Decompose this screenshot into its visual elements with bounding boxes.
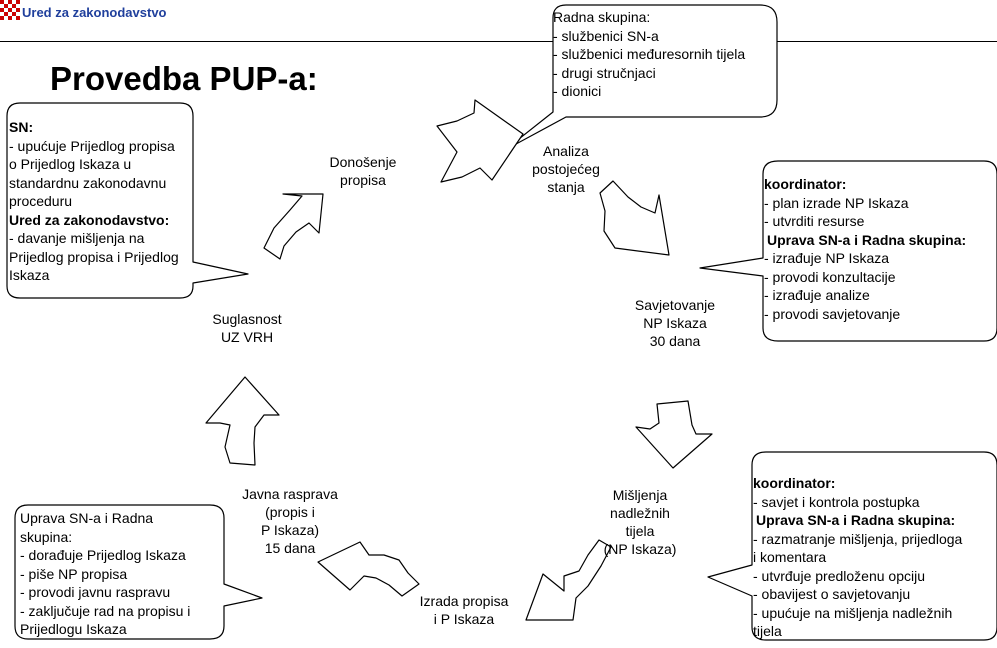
- box-line: Radna skupina:: [553, 9, 651, 25]
- arrow-to-misljenja-icon: [635, 400, 713, 469]
- box-heading: Uprava SN-a i Radna skupina:: [756, 512, 956, 528]
- box-line: - plan izrade NP Iskaza: [764, 194, 909, 211]
- box-line: proceduru: [9, 193, 73, 209]
- arrow-to-izrada-icon: [525, 539, 612, 621]
- box-line: Uprava SN-a i Radna: [20, 510, 154, 526]
- box-line: - provodi savjetovanje: [764, 305, 901, 322]
- callout-koordinator-2: [707, 451, 997, 641]
- callout-sn: [6, 102, 249, 299]
- box-heading: Ured za zakonodavstvo:: [9, 211, 170, 228]
- arrow-to-analiza-icon: [436, 99, 524, 183]
- box-line: - upućuje na mišljenja nadležnih: [753, 604, 953, 621]
- box-koordinator-2: koordinator: - savjet i kontrola postupk…: [753, 474, 962, 641]
- box-line: - dionici: [553, 83, 602, 99]
- arrow-to-suglasnost-icon: [205, 376, 280, 466]
- box-line: - zaključuje rad na propisu i: [20, 602, 191, 619]
- box-radna-skupina: Radna skupina: - službenici SN-a - služb…: [553, 8, 745, 101]
- callout-koordinator-1: [699, 160, 997, 342]
- box-line: Prijedlogu Iskaza: [20, 621, 127, 637]
- box-heading: koordinator:: [764, 176, 847, 192]
- box-line: - obavijest o savjetovanju: [753, 586, 911, 602]
- header-org-name: Ured za zakonodavstvo: [22, 5, 167, 20]
- box-line: - piše NP propisa: [20, 565, 128, 582]
- callout-uprava: [14, 504, 263, 640]
- box-line: skupina:: [20, 528, 73, 545]
- box-line: - izrađuje NP Iskaza: [764, 250, 890, 266]
- box-line: - upućuje Prijedlog propisa: [9, 137, 175, 154]
- stage-izrada: Izrada propisa i P Iskaza: [419, 593, 509, 627]
- box-line: - službenici međuresornih tijela: [553, 46, 746, 62]
- stage-javna-rasprava: Javna rasprava (propis i P Iskaza) 15 da…: [242, 486, 338, 556]
- box-line: - dorađuje Prijedlog Iskaza: [20, 547, 186, 563]
- box-line: Iskaza: [9, 267, 50, 283]
- arrow-to-donosenje-icon: [263, 193, 324, 260]
- callout-radna-skupina: [504, 4, 778, 151]
- box-line: - davanje mišljenja na: [9, 230, 145, 246]
- box-line: - utvrđuje predloženu opciju: [753, 567, 925, 584]
- page-title: Provedba PUP-a:: [50, 60, 318, 97]
- box-koordinator-1: koordinator: - plan izrade NP Iskaza - u…: [764, 175, 966, 323]
- box-line: - provodi konzultacije: [764, 268, 896, 285]
- box-heading: koordinator:: [753, 475, 836, 491]
- box-heading: Uprava SN-a i Radna skupina:: [767, 231, 967, 248]
- stage-savjetovanje: Savjetovanje NP Iskaza 30 dana: [634, 297, 716, 349]
- box-line: o Prijedlog Iskaza u: [9, 156, 132, 172]
- box-line: standardnu zakonodavnu: [9, 174, 167, 191]
- box-sn: SN: - upućuje Prijedlog propisa o Prijed…: [9, 118, 179, 285]
- stage-misljenja: Mišljenja nadležnih tijela (NP Iskaza): [603, 487, 677, 557]
- box-line: tijela: [753, 623, 782, 639]
- box-line: - savjet i kontrola postupka: [753, 493, 920, 510]
- box-line: - utvrditi resurse: [764, 213, 865, 229]
- box-line: - provodi javnu raspravu: [20, 584, 171, 600]
- box-line: Prijedlog propisa i Prijedlog: [9, 248, 179, 265]
- box-heading: SN:: [9, 119, 34, 135]
- stage-donosenje: Donošenje propisa: [329, 154, 397, 188]
- box-uprava: Uprava SN-a i Radna skupina: - dorađuje …: [20, 509, 190, 639]
- stage-suglasnost: Suglasnost UZ VRH: [212, 311, 282, 345]
- box-line: - službenici SN-a: [553, 27, 659, 44]
- box-line: - izrađuje analize: [764, 287, 870, 303]
- arrow-to-savjetovanje-icon: [599, 180, 670, 256]
- box-line: - razmatranje mišljenja, prijedloga: [753, 530, 963, 547]
- box-line: - drugi stručnjaci: [553, 64, 656, 81]
- arrow-to-javna-icon: [317, 541, 420, 597]
- stage-analiza: Analiza postojećeg stanja: [532, 143, 600, 195]
- box-line: i komentara: [753, 549, 827, 565]
- checkerboard-logo-icon: [0, 0, 20, 20]
